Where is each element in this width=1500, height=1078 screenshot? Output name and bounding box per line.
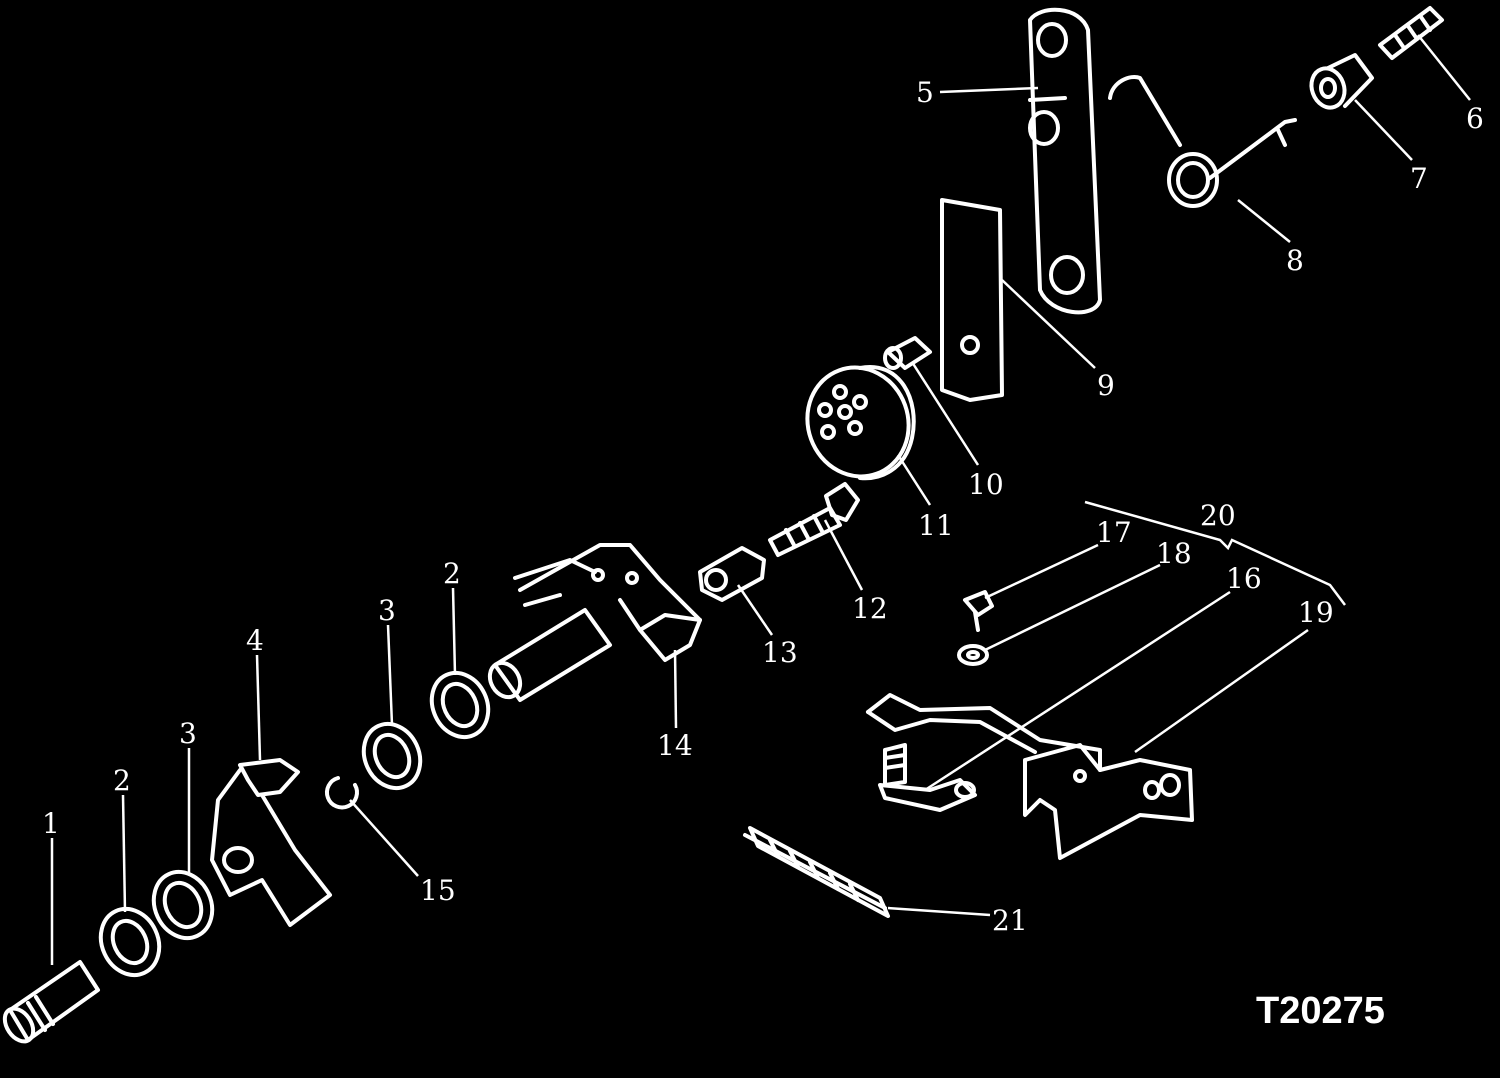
part-9-plate (940, 198, 1004, 402)
part-18-washer (957, 644, 989, 666)
callout-21: 21 (992, 904, 1028, 937)
callout-12: 12 (852, 592, 888, 625)
leader-15 (349, 799, 419, 877)
leader-14 (673, 649, 678, 729)
leader-5 (939, 86, 1039, 94)
leader-2b (451, 587, 457, 676)
leader-lines (50, 34, 1471, 965)
leader-2a (121, 794, 127, 913)
part-5-link (1028, 7, 1102, 315)
callout-19: 19 (1298, 596, 1334, 629)
leader-17 (984, 543, 1099, 600)
callout-14: 14 (657, 729, 693, 762)
callout-4: 4 (246, 624, 264, 657)
callout-3b: 3 (378, 594, 396, 627)
callout-6: 6 (1466, 102, 1484, 135)
part-19-lever-plate (1023, 743, 1194, 860)
part-10-bushing (883, 336, 932, 370)
callout-10: 10 (968, 468, 1004, 501)
part-16-bracket (866, 693, 1102, 812)
callout-2b: 2 (443, 557, 461, 590)
leader-21 (887, 906, 991, 917)
leader-4 (255, 654, 262, 761)
part-14-bellcrank-shaft (487, 543, 702, 702)
part-12-bolt (768, 482, 860, 557)
part-15-snap-ring (325, 776, 359, 810)
part-3-washer-upper (361, 721, 423, 791)
figure-id: T20275 (1256, 990, 1385, 1032)
part-6-screw (1378, 6, 1444, 60)
callout-11: 11 (918, 509, 954, 542)
callout-3a: 3 (179, 717, 197, 750)
part-17-screw (963, 590, 994, 632)
leader-13 (736, 584, 774, 636)
part-8-spring (1108, 75, 1297, 208)
callout-15: 15 (420, 874, 456, 907)
leader-9 (1001, 279, 1096, 369)
leader-8 (1237, 199, 1291, 243)
leader-7 (1354, 99, 1413, 161)
callout-labels: 1 2 3 4 3 2 15 14 13 12 11 10 9 5 8 7 6 … (42, 76, 1484, 937)
callout-20: 20 (1200, 499, 1236, 532)
leader-3b (386, 624, 394, 726)
callout-17: 17 (1096, 516, 1132, 549)
part-21-spring (743, 826, 890, 918)
part-4-lever (210, 758, 332, 927)
part-13-hex-nut (698, 546, 766, 602)
callout-16: 16 (1226, 562, 1262, 595)
callout-5: 5 (916, 76, 934, 109)
leader-11 (896, 454, 932, 506)
leader-10 (910, 361, 980, 466)
callout-8: 8 (1286, 244, 1304, 277)
part-11-disc (805, 364, 916, 481)
leader-19 (1134, 628, 1309, 754)
callout-2a: 2 (113, 764, 131, 797)
part-20-group-bracket (1084, 500, 1346, 606)
callout-9: 9 (1097, 369, 1115, 402)
part-2-washer-upper (429, 670, 491, 740)
callout-13: 13 (762, 636, 798, 669)
part-7-bushing (1309, 53, 1374, 110)
leader-6 (1417, 34, 1471, 101)
callout-18: 18 (1156, 537, 1192, 570)
callout-7: 7 (1410, 162, 1428, 195)
part-1-pin (2, 960, 100, 1044)
leader-16 (924, 590, 1231, 792)
callout-1: 1 (42, 807, 60, 840)
part-3-washer-lower (151, 869, 215, 941)
part-2-washer-lower (98, 906, 162, 978)
leader-18 (984, 563, 1161, 652)
leader-12 (823, 519, 864, 591)
